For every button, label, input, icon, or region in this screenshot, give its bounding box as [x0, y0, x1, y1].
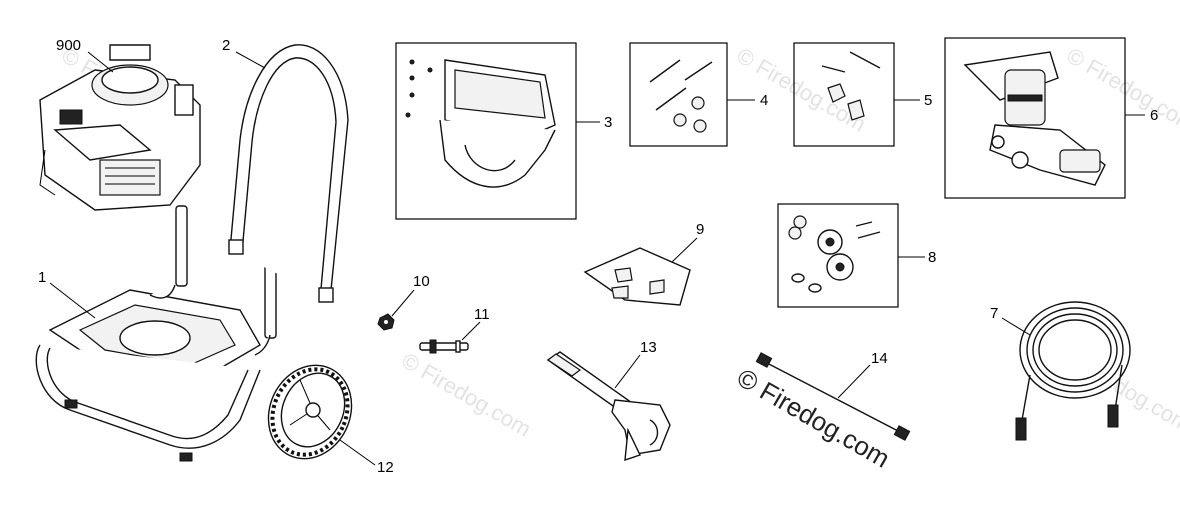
part-knobs-5 [821, 51, 881, 121]
callout-8: 8 [928, 249, 936, 266]
callout-11: 11 [474, 306, 490, 323]
watermark-main: © Firedog.com [732, 362, 895, 473]
callout-4: 4 [760, 92, 768, 109]
leader-900 [87, 51, 114, 73]
part-lance[interactable] [755, 352, 911, 441]
callout-5: 5 [924, 92, 932, 109]
callout-6: 6 [1150, 107, 1158, 124]
leader-1 [49, 282, 96, 319]
part-axle-bolt[interactable] [419, 339, 469, 354]
leader-12 [339, 439, 376, 466]
leader-7 [1001, 317, 1031, 336]
part-hose[interactable] [1015, 301, 1131, 441]
leader-2 [235, 51, 266, 69]
callout-13: 13 [640, 339, 657, 356]
part-frame-base[interactable] [35, 205, 277, 462]
part-bracket [405, 59, 556, 188]
part-wheel[interactable] [253, 352, 366, 473]
part-3-box[interactable] [395, 42, 577, 220]
watermark-faint-3: © Firedog.com [1063, 43, 1180, 137]
leader-9 [671, 237, 698, 263]
part-spray-gun[interactable] [546, 351, 671, 462]
part-engine[interactable] [39, 44, 201, 211]
watermark-faint-2: © Firedog.com [733, 43, 871, 137]
part-nut[interactable] [377, 313, 395, 331]
leader-10 [391, 289, 415, 317]
part-6-box[interactable] [944, 37, 1126, 199]
leader-13 [614, 354, 641, 389]
callout-7: 7 [990, 305, 998, 322]
part-bolts-4 [649, 59, 713, 133]
callout-900: 900 [56, 37, 81, 54]
watermark-faint-5: © Firedog.com [398, 348, 536, 442]
part-4-box[interactable] [629, 42, 728, 147]
part-wheel-hardware [788, 215, 881, 293]
callout-9: 9 [696, 221, 704, 238]
part-hardware-bag[interactable] [583, 247, 691, 306]
callout-1: 1 [38, 269, 46, 286]
part-handle[interactable] [228, 44, 349, 303]
callout-2: 2 [222, 37, 230, 54]
leader-14 [837, 364, 871, 399]
callout-12: 12 [377, 459, 394, 476]
part-8-box[interactable] [777, 203, 899, 308]
part-5-box[interactable] [793, 42, 895, 147]
leader-11 [461, 321, 481, 341]
callout-14: 14 [871, 350, 888, 367]
callout-3: 3 [604, 114, 612, 131]
part-pump [963, 51, 1106, 186]
callout-10: 10 [413, 273, 430, 290]
